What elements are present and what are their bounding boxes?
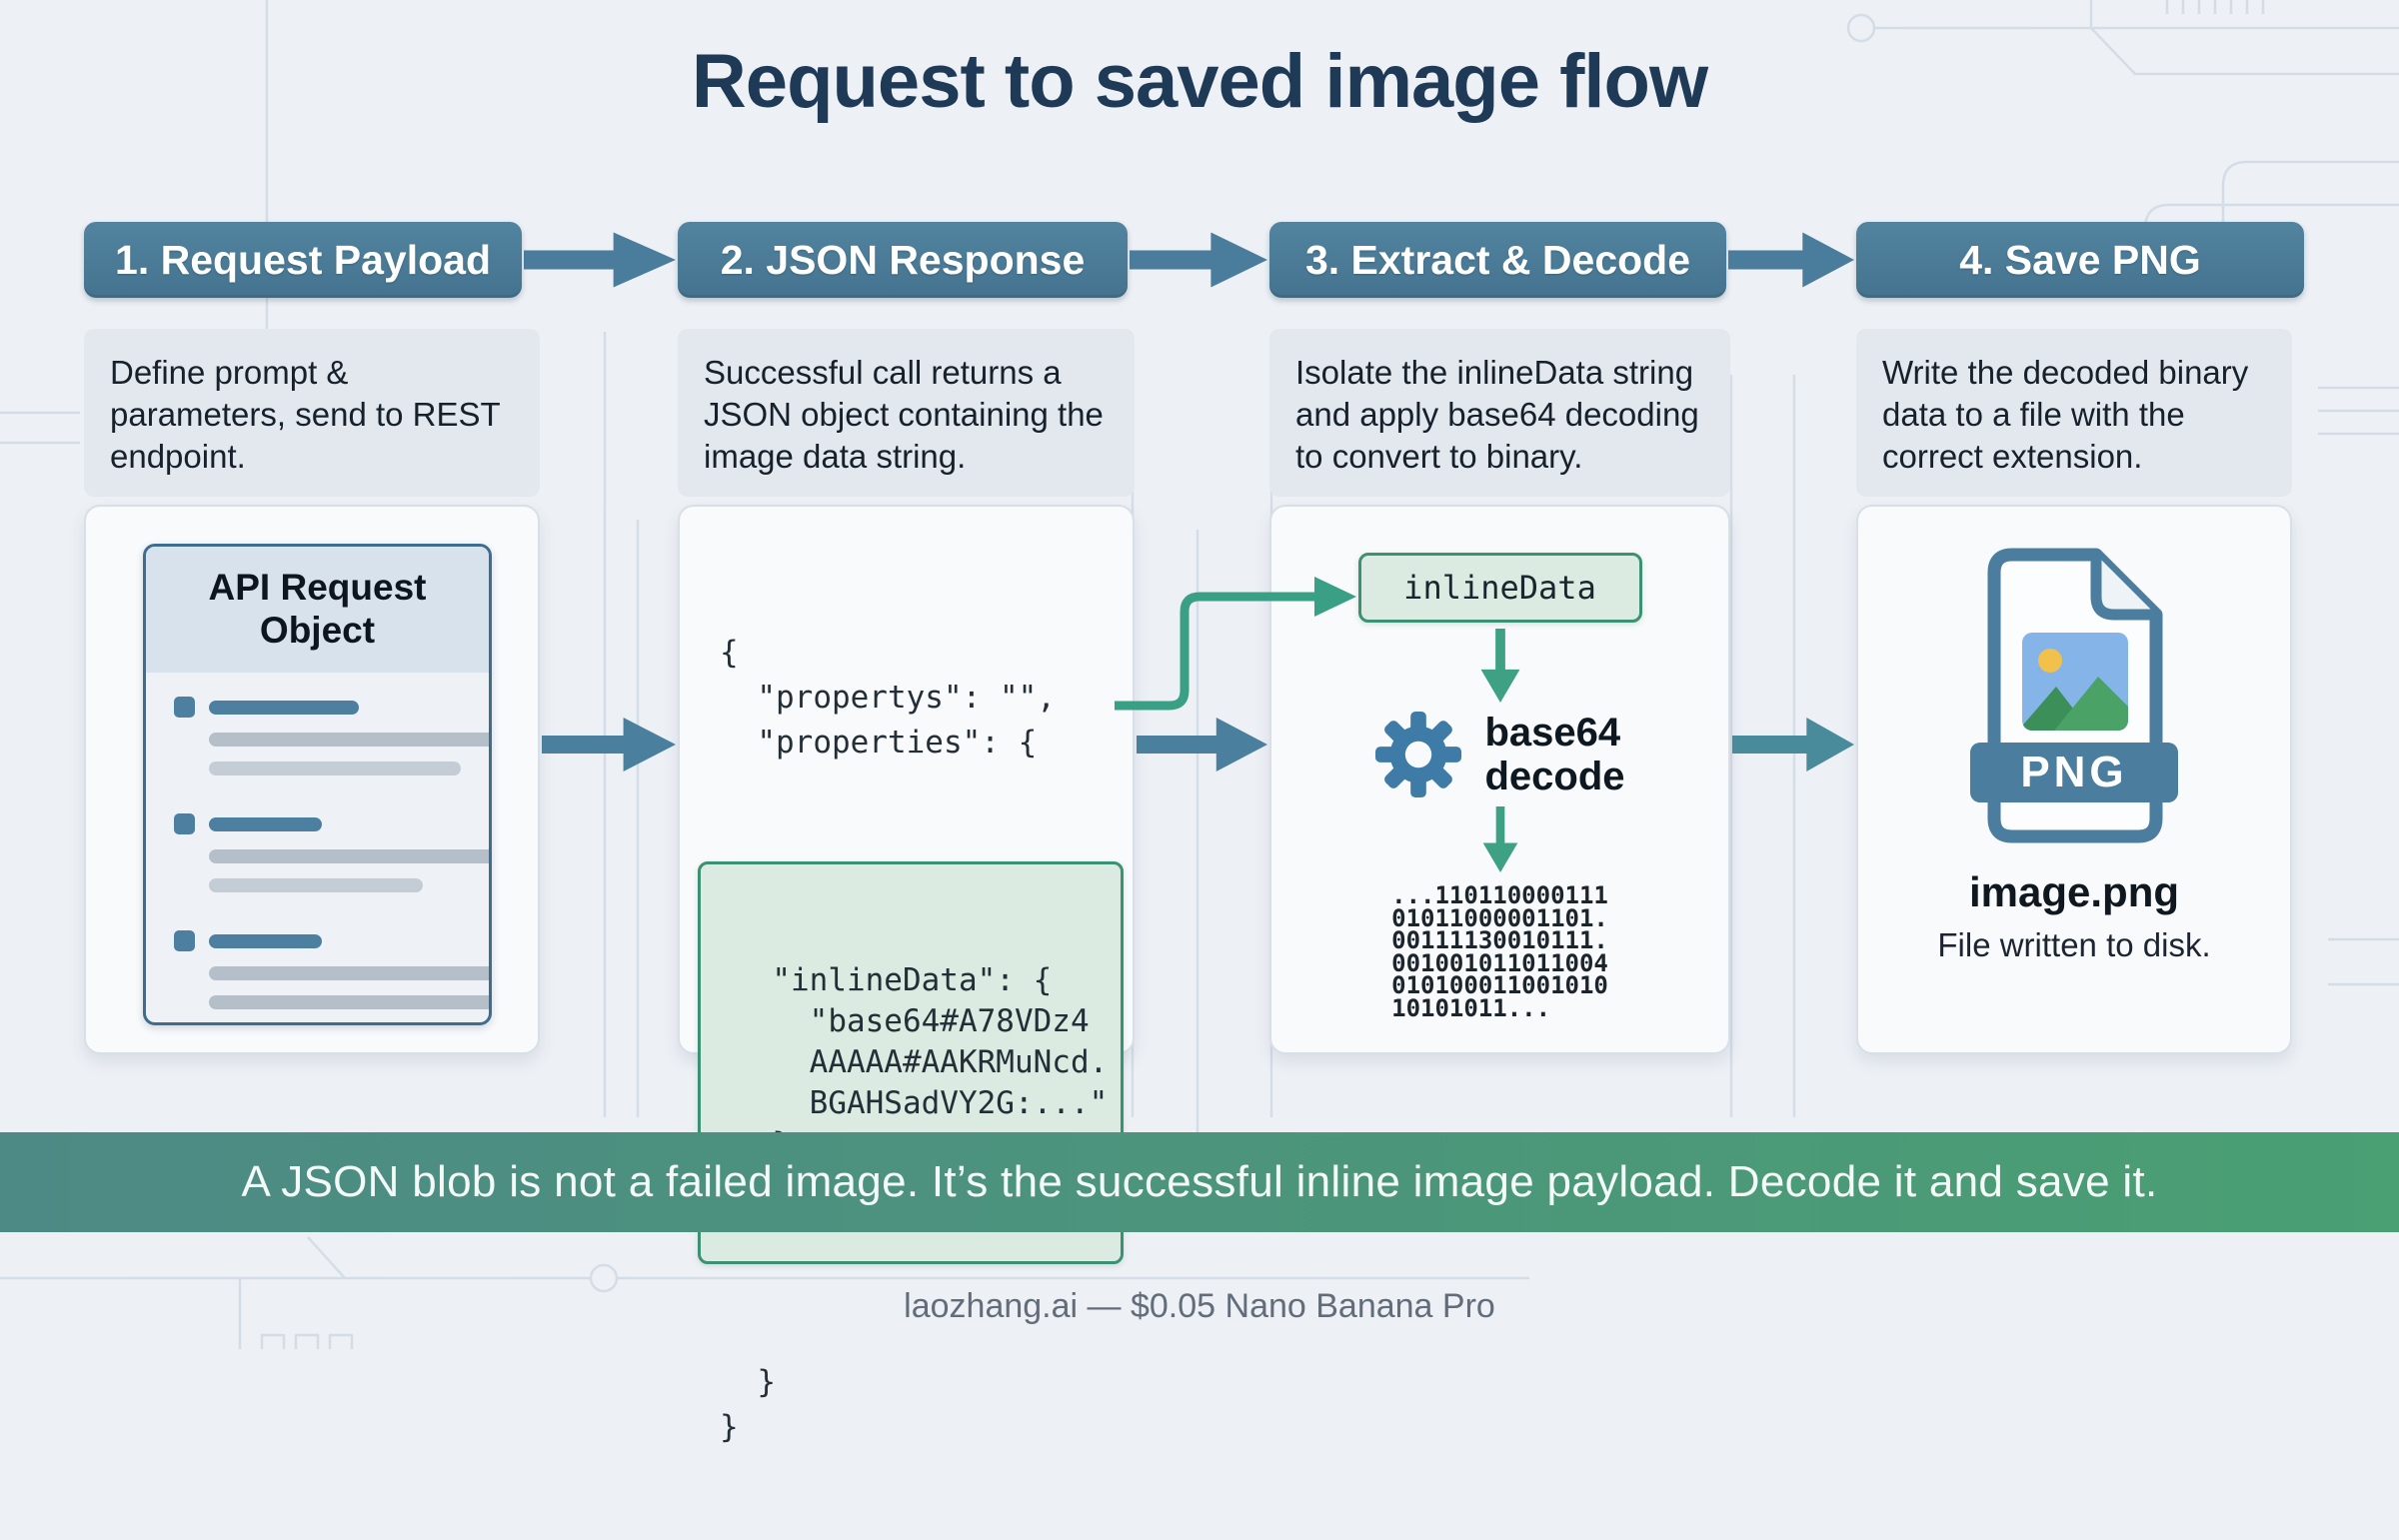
skeleton-bar [209,816,322,831]
skeleton-bar [209,700,359,715]
api-request-object-card: API Request Object [143,544,492,1025]
skeleton-bar [209,762,461,775]
footer-credit: laozhang.ai — $0.05 Nano Banana Pro [904,1287,1495,1325]
step-header-label: 4. Save PNG [1959,236,2201,283]
api-request-object-title: API Request Object [146,547,489,673]
decode-step: base64 decode [1374,711,1625,798]
skeleton-bar [209,878,423,892]
skeleton-bar [209,966,489,980]
step-header-extract-decode: 3. Extract & Decode [1269,222,1726,298]
base64-decode-label: base64 decode [1484,711,1625,798]
bullet-square [174,930,195,951]
json-code-after: } } [720,1364,776,1445]
arrow-right-icon [1732,705,1854,784]
inline-data-chip: inlineData [1357,553,1642,623]
arrow-down-icon [1480,629,1519,703]
arrow-right-icon [542,705,676,784]
step-header-label: 3. Extract & Decode [1304,236,1691,283]
step-column-save-png: 4. Save PNG Write the decoded binary dat… [1856,222,2304,1054]
arrow-right-icon [1137,705,1267,784]
image-thumbnail-icon [2022,633,2128,731]
skeleton-bar [209,995,489,1009]
arrow-right-icon [524,222,676,298]
step-card-save-png: PNG image.png File written to disk. [1856,505,2292,1054]
arrow-right-icon [1130,222,1267,298]
step-description-json-response: Successful call returns a JSON object co… [678,329,1135,497]
arrow-down-icon [1482,806,1517,872]
step-header-save-png: 4. Save PNG [1856,222,2304,298]
step-card-json-response: { "propertys": "", "properties": { "inli… [678,505,1135,1445]
page-title: Request to saved image flow [691,39,1708,124]
elbow-connector-arrow [1115,577,1356,711]
skeleton-field-row [174,930,461,951]
json-code-highlighted: "inlineData": { "base64#A78VDz4 AAAAA#AA… [772,962,1109,1162]
infographic-page: Request to saved image flow 1. Request P… [0,0,2399,1445]
bullet-square [174,697,195,718]
json-code-block: { "propertys": "", "properties": { "inli… [698,541,1124,1540]
step-card-request-payload: API Request Object [84,505,540,1054]
takeaway-banner-text: A JSON blob is not a failed image. It’s … [241,1157,2158,1206]
step-column-json-response: 2. JSON Response Successful call returns… [678,222,1135,1445]
step-header-label: 1. Request Payload [115,236,491,283]
step-header-label: 2. JSON Response [720,236,1086,283]
document-skeleton-icon [146,673,489,1025]
binary-output: ...110110000111 01011000001101. 00111130… [1391,881,1608,1022]
skeleton-field-row [174,697,461,718]
step-header-json-response: 2. JSON Response [678,222,1128,298]
skeleton-bar [209,1024,423,1025]
arrow-right-icon [1728,222,1854,298]
skeleton-bar [209,849,489,863]
gear-icon [1375,711,1462,798]
skeleton-bar [209,733,489,747]
saved-file-caption: File written to disk. [1937,926,2211,963]
png-badge: PNG [2020,748,2127,796]
step-description-request-payload: Define prompt & parameters, send to REST… [84,329,540,497]
skeleton-bar [209,933,322,948]
skeleton-field-row [174,813,461,834]
step-column-request-payload: 1. Request Payload Define prompt & param… [84,222,540,1054]
takeaway-banner: A JSON blob is not a failed image. It’s … [0,1132,2399,1232]
saved-filename: image.png [1968,868,2180,915]
step-header-request-payload: 1. Request Payload [84,222,522,298]
bullet-square [174,813,195,834]
step-description-save-png: Write the decoded binary data to a file … [1856,329,2292,497]
step-description-extract-decode: Isolate the inlineData string and apply … [1269,329,1730,497]
json-code-before: { "propertys": "", "properties": { [720,635,1056,761]
png-file-icon: PNG [1970,548,2178,843]
